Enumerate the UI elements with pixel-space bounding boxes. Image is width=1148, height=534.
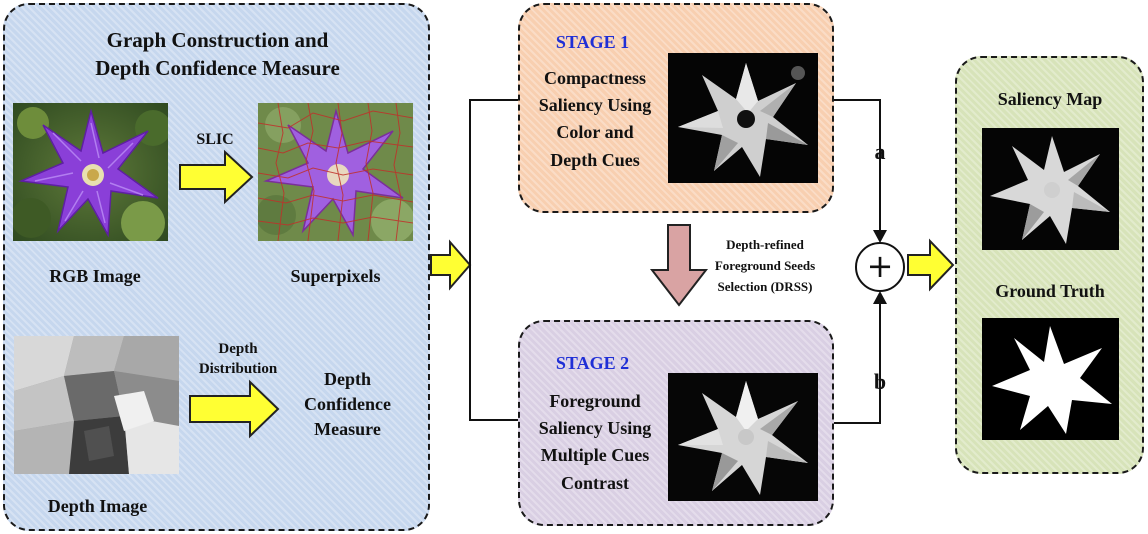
superpixels-label: Superpixels xyxy=(290,266,381,286)
branch-a-label: a xyxy=(874,139,886,164)
drss-line1: Depth-refined xyxy=(726,237,804,252)
stage1-line3: Color and xyxy=(556,122,634,142)
stage2-line2: Saliency Using xyxy=(538,418,652,438)
plus-icon: + xyxy=(866,247,894,285)
rgb-image xyxy=(13,103,168,241)
superpixels-image xyxy=(258,103,413,241)
depth-image xyxy=(14,336,179,474)
depth-distribution-line2: Distribution xyxy=(198,361,278,377)
depth-image-label: Depth Image xyxy=(47,496,148,516)
depth-confidence-line1: Depth xyxy=(323,369,371,389)
depth-confidence-line2: Confidence xyxy=(304,394,391,414)
left-panel-title-line2: Depth Confidence Measure xyxy=(95,56,340,80)
depth-distribution-line1: Depth xyxy=(218,341,258,357)
drss-arrow-icon xyxy=(649,224,709,307)
rgb-image-label: RGB Image xyxy=(49,266,141,286)
stage2-line1: Foreground xyxy=(549,391,641,411)
ground-truth-label: Ground Truth xyxy=(995,281,1105,301)
stage2-title: STAGE 2 xyxy=(555,353,630,373)
stage1-line4: Depth Cues xyxy=(550,150,640,170)
saliency-map-label: Saliency Map xyxy=(997,89,1103,109)
drss-line2: Foreground Seeds xyxy=(714,258,816,273)
stage1-line1: Compactness xyxy=(544,68,646,88)
branch-b-label: b xyxy=(873,369,887,394)
stage1-saliency-image xyxy=(668,53,818,183)
depth-confidence-line3: Measure xyxy=(314,419,381,439)
stage1-title: STAGE 1 xyxy=(555,32,630,52)
left-to-stages-arrow-icon xyxy=(430,239,472,291)
saliency-map-image xyxy=(982,128,1119,250)
stage1-line2: Saliency Using xyxy=(538,95,652,115)
slic-label: SLIC xyxy=(196,131,234,148)
stage2-line3: Multiple Cues xyxy=(540,445,650,465)
left-panel-title-line1: Graph Construction and xyxy=(106,28,329,52)
stage2-line4: Contrast xyxy=(561,473,629,493)
ground-truth-image xyxy=(982,318,1119,440)
stage2-saliency-image xyxy=(668,373,818,501)
fusion-to-output-arrow-icon xyxy=(907,238,955,292)
drss-line3: Selection (DRSS) xyxy=(717,279,813,294)
